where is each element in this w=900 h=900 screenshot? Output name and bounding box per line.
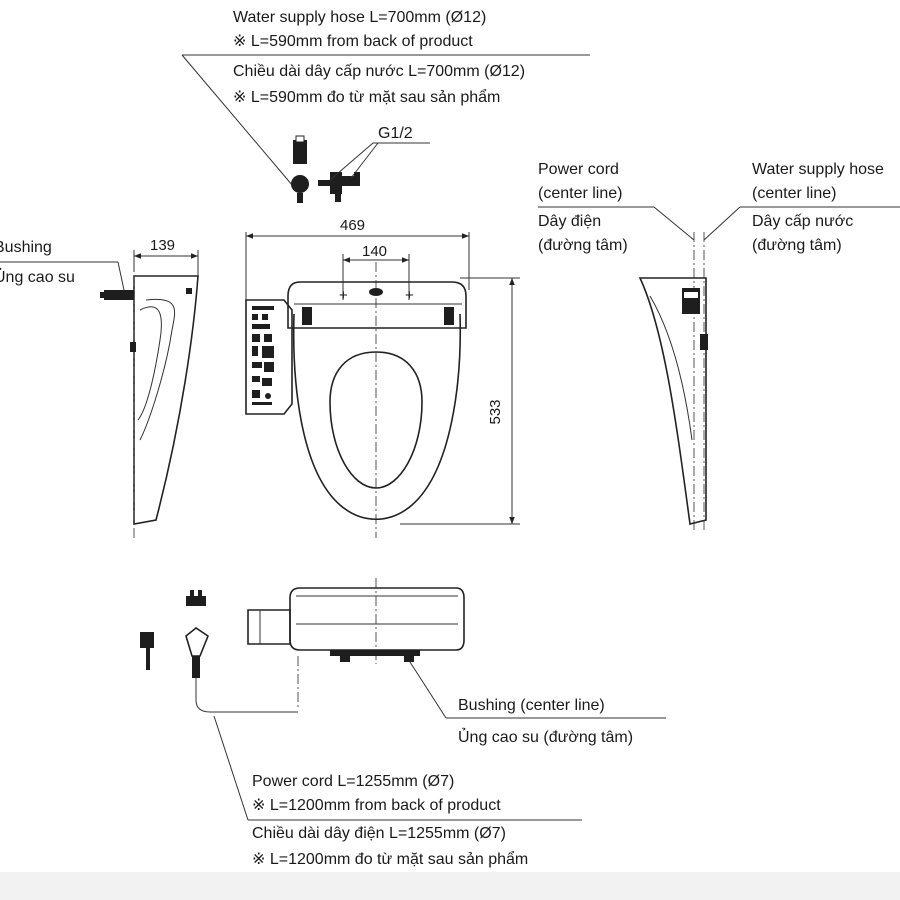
- bushing-center-label-vi: Ủng cao su (đường tâm): [458, 727, 633, 746]
- water-hose-title-vi: Chiều dài dây cấp nước L=700mm (Ø12): [233, 63, 525, 80]
- power-cord-leader: [213, 715, 249, 821]
- thread-leader-1: [329, 142, 374, 181]
- thread-size-label: G1/2: [378, 125, 413, 142]
- width-dimension-value: 469: [340, 217, 365, 234]
- power-cord-center-label-vi: Dây điện: [538, 213, 601, 230]
- bushing-label-vi: Ủng cao su: [0, 267, 75, 286]
- rear-cover-outline: [287, 281, 467, 329]
- water-valve-fittings: G1/2: [291, 125, 430, 203]
- power-cord-center-label: Power cord: [538, 161, 619, 178]
- water-hose-title: Water supply hose L=700mm (Ø12): [233, 9, 486, 26]
- power-plug-top: [186, 596, 206, 606]
- power-cord-center-label-vi-2: (đường tâm): [538, 237, 628, 254]
- water-hose-callout: Water supply hose L=700mm (Ø12) ※ L=590m…: [181, 9, 590, 193]
- power-plug-side: [140, 632, 154, 648]
- power-cord-callout: Power cord L=1255mm (Ø7) ※ L=1200mm from…: [213, 715, 582, 868]
- bushing-center-label: Bushing (center line): [458, 697, 605, 714]
- length-dimension-value: 533: [487, 399, 504, 424]
- control-panel-buttons: [252, 306, 274, 405]
- hose-connector-knob: [291, 175, 309, 193]
- brand-badge: [369, 288, 383, 296]
- depth-dimension-value: 139: [150, 237, 175, 254]
- bottom-mount-plate: [330, 650, 420, 656]
- bottom-view: Bushing (center line) Ủng cao su (đường …: [140, 578, 666, 746]
- control-panel-outline: [245, 299, 293, 415]
- svg-text:+: +: [339, 287, 348, 304]
- power-cord-note: ※ L=1200mm from back of product: [252, 797, 501, 814]
- right-side-body: [638, 277, 707, 525]
- water-hose-center-label-vi-2: (đường tâm): [752, 237, 842, 254]
- water-hose-note: ※ L=590mm from back of product: [233, 33, 473, 50]
- seat-outline: [292, 313, 462, 521]
- svg-text:+: +: [405, 287, 414, 304]
- right-side-view: Power cord (center line) Dây điện (đường…: [538, 161, 900, 530]
- top-view: 469 140 533: [245, 217, 520, 538]
- power-cord-note-vi: ※ L=1200mm đo từ mặt sau sản phẩm: [252, 850, 528, 868]
- bushing-label: Bushing: [0, 239, 52, 256]
- water-hose-center-label-vi: Dây cấp nước: [752, 213, 853, 230]
- bolt-spacing-dimension-value: 140: [362, 243, 387, 260]
- left-side-view: Bushing Ủng cao su 139: [0, 237, 199, 540]
- power-cord-title-vi: Chiều dài dây điện L=1255mm (Ø7): [252, 825, 506, 842]
- water-hose-leader: [181, 54, 299, 193]
- bottom-control-panel: [247, 609, 291, 645]
- water-hose-center-label: Water supply hose: [752, 161, 884, 178]
- water-hose-note-vi: ※ L=590mm đo từ mặt sau sản phẩm: [233, 88, 500, 106]
- power-cord-run: [195, 678, 298, 713]
- water-hose-center-label-2: (center line): [752, 185, 836, 202]
- power-plug-body: [185, 627, 209, 657]
- right-side-connector: [682, 288, 700, 314]
- bottom-seat-body: [289, 587, 465, 651]
- hose-connector-top: [293, 140, 307, 164]
- bushing-bolt: [104, 290, 134, 300]
- power-cord-center-label-2: (center line): [538, 185, 622, 202]
- power-cord-title: Power cord L=1255mm (Ø7): [252, 773, 454, 790]
- footer-band: [0, 872, 900, 900]
- left-side-body: [133, 275, 199, 525]
- left-hinge: [302, 307, 312, 325]
- right-hinge: [444, 307, 454, 325]
- thread-leader-2: [350, 142, 379, 179]
- seat-opening: [329, 351, 423, 489]
